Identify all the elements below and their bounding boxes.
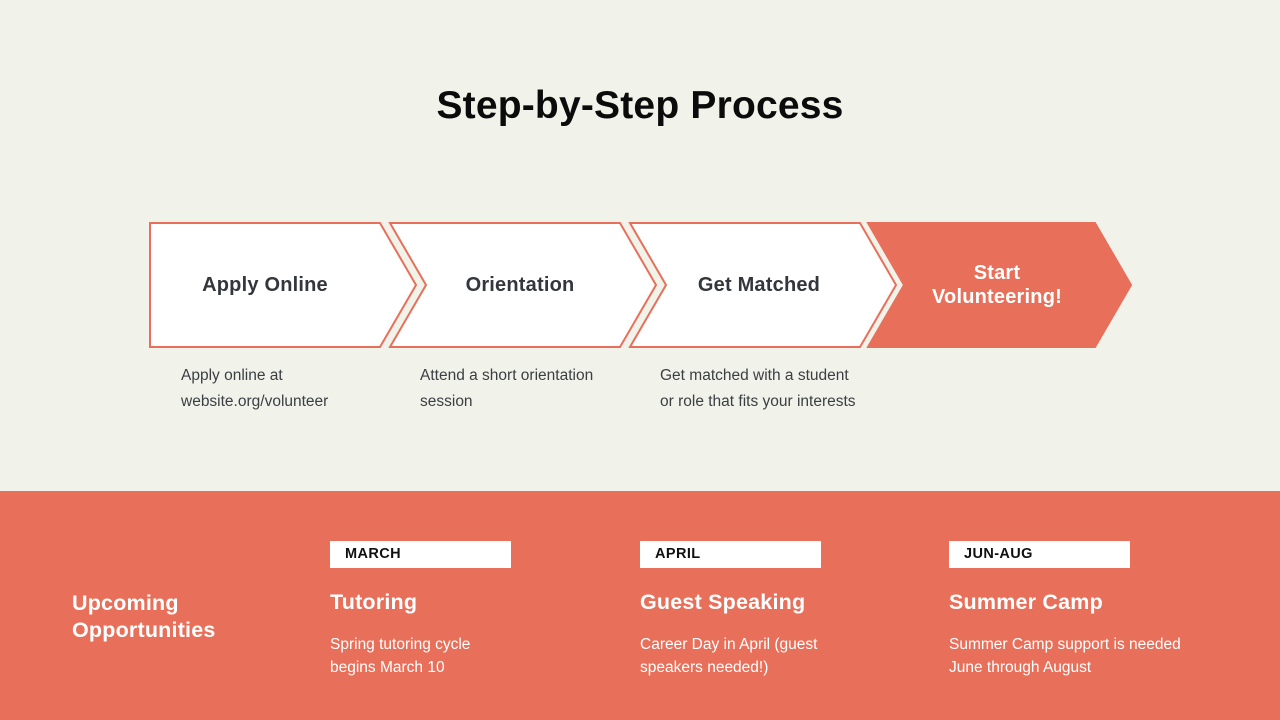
month-badge-april: APRIL [640,541,821,568]
opportunity-title-guest-speaking: Guest Speaking [640,590,806,614]
process-chevron-band: Apply Online Orientation Get Matched Sta… [0,222,1280,348]
opportunity-description-summer-camp: Summer Camp support is needed June throu… [949,636,1181,676]
step-title-start-volunteering: Start Volunteering! [931,262,1062,308]
month-badge-jun-aug: JUN-AUG [949,541,1130,568]
chevron-shape-start-volunteering [866,222,1133,348]
page-title: Step-by-Step Process [436,84,844,127]
opportunity-title-summer-camp: Summer Camp [949,590,1103,614]
chevron-shape-apply-online [149,222,418,348]
chevron-shape-get-matched [628,222,898,348]
upcoming-opportunities-section: Upcoming Opportunities MARCH Tutoring Sp… [0,491,1280,720]
process-section: Step-by-Step Process Apply Online Orient… [0,0,1280,491]
step-description-get-matched: Get matched with a student or role that … [660,367,856,410]
chevron-shapes [149,222,1133,348]
step-title-get-matched: Get Matched [697,274,821,296]
opportunities-section-title: Upcoming Opportunities [72,591,216,642]
month-badge-march: MARCH [330,541,511,568]
step-description-orientation: Attend a short orientation session [420,367,594,410]
opportunity-title-tutoring: Tutoring [330,590,418,614]
opportunity-description-tutoring: Spring tutoring cycle begins March 10 [330,636,471,676]
step-description-apply-online: Apply online at website.org/volunteer [181,367,329,410]
step-title-apply-online: Apply Online [202,274,328,296]
step-title-orientation: Orientation [465,274,575,296]
chevron-shape-orientation [388,222,658,348]
opportunity-description-guest-speaking: Career Day in April (guest speakers need… [640,636,818,676]
